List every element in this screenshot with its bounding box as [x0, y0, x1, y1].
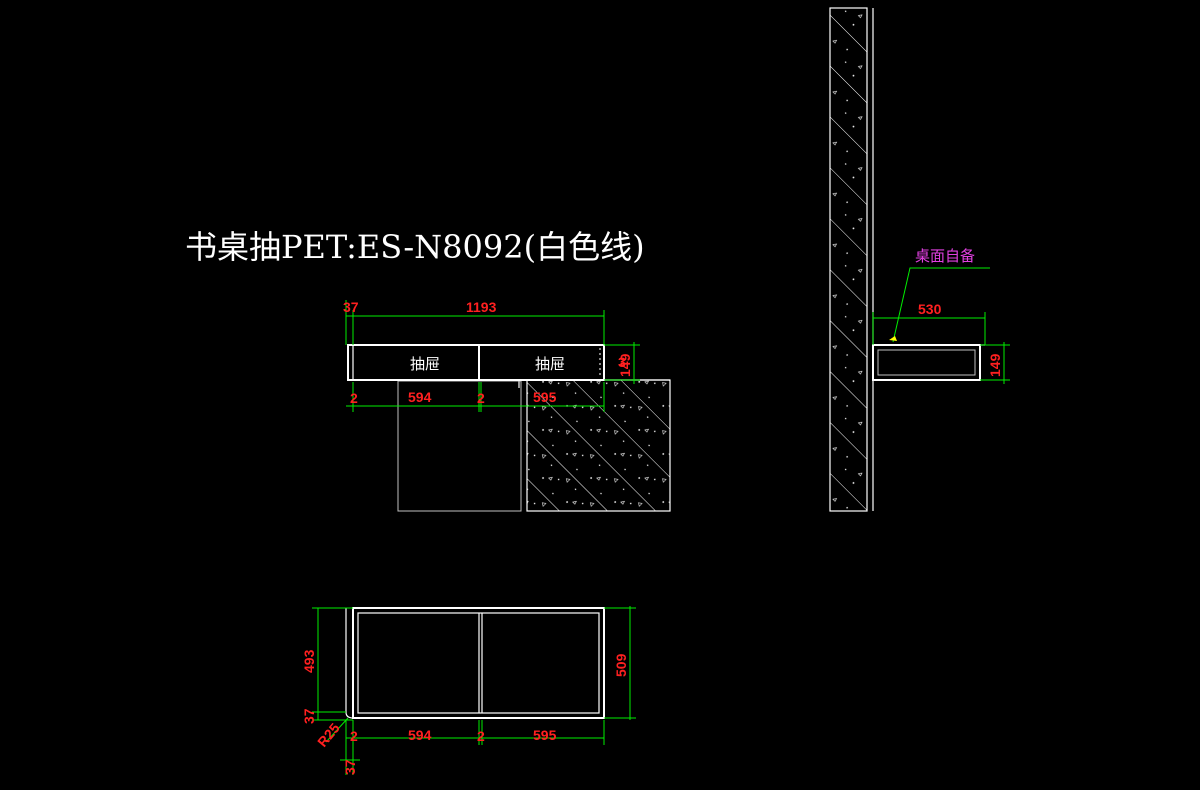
drawer-label-right: 抽屉 [535, 355, 565, 373]
dim-front-width-left: 594 [408, 389, 432, 405]
front-elevation: 抽屉 抽屉 1193 37 149 3 594 595 2 2 [343, 299, 671, 512]
dim-side-height: 149 [987, 353, 1003, 377]
plan-view: 493 37 R25 509 594 595 2 2 37 [301, 606, 636, 775]
wall-hatch [829, 7, 868, 512]
side-section: 530 149 桌面自备 [829, 7, 1010, 512]
dim-front-mid-gap: 2 [477, 390, 485, 406]
plan-corner-arc [345, 711, 354, 719]
dim-plan-mid-gap: 2 [477, 728, 485, 744]
side-drawer-inner [877, 349, 976, 376]
dim-plan-left-small: 2 [350, 728, 358, 744]
dim-plan-left-gap: 37 [301, 708, 317, 724]
drawer-label-left: 抽屉 [410, 355, 440, 373]
wall-section-hatch [526, 379, 671, 512]
plan-outer [352, 607, 605, 719]
drawer-box [347, 344, 605, 381]
note-leader [892, 267, 990, 343]
dim-front-right-small: 3 [618, 354, 626, 370]
drawing-title: 书桌抽PET:ES-N8092(白色线) [185, 228, 645, 266]
dim-plan-corner: R25 [314, 720, 343, 750]
plan-radius-leader [325, 717, 349, 743]
dim-front-width-right: 595 [533, 389, 557, 405]
dim-front-left-gap: 37 [343, 299, 359, 315]
dim-plan-width-left: 594 [408, 727, 432, 743]
note-arrow [889, 336, 897, 341]
dim-plan-inner-depth: 493 [301, 649, 317, 673]
dim-plan-width-right: 595 [533, 727, 557, 743]
dim-side-depth: 530 [918, 301, 942, 317]
dim-front-height: 149 [617, 353, 633, 377]
dim-front-left-small: 2 [350, 390, 358, 406]
dim-plan-outer-depth: 509 [613, 653, 629, 677]
dim-plan-bottom-gap: 37 [342, 759, 358, 775]
dim-front-total: 1193 [466, 299, 497, 315]
note-desk-top: 桌面自备 [915, 247, 975, 265]
